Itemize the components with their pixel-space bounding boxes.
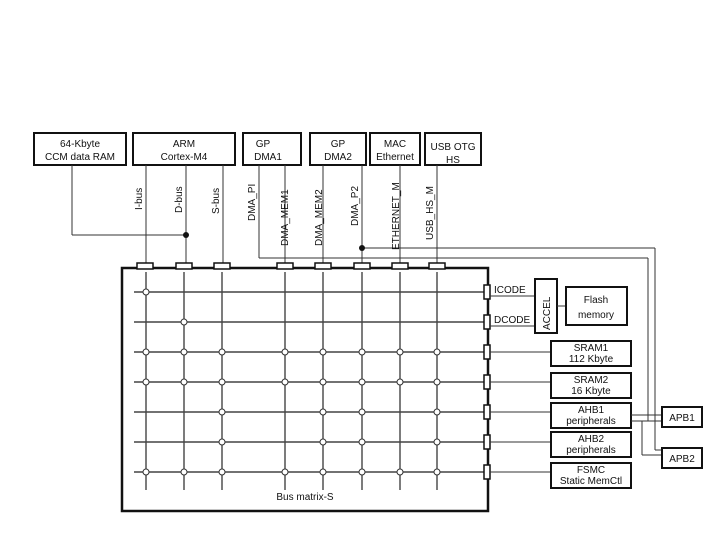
bus-label-dma-pi: DMA_PI (247, 184, 258, 221)
usb-otg-line2: HS (446, 155, 460, 166)
matrix-nodes (142, 288, 441, 476)
usb-otg-line1: USB OTG (430, 142, 475, 153)
matrix-label: Bus matrix-S (276, 492, 334, 503)
dma2-box (309, 132, 367, 166)
ccm-ram-line2: CCM data RAM (45, 152, 115, 163)
sram2-line2: 16 Kbyte (571, 386, 611, 397)
flash-line2: memory (578, 310, 614, 321)
port-right (483, 344, 491, 360)
dma2-line1: GP (331, 139, 346, 150)
sram1-box (550, 340, 632, 367)
bus-label-sbus: S-bus (211, 188, 222, 214)
fsmc-line1: FSMC (577, 465, 605, 476)
port-top (213, 262, 231, 270)
sram1-line2: 112 Kbyte (569, 354, 614, 365)
bus-label-ethernet-m: ETHERNET_M (391, 182, 402, 250)
dma1-line1: GP (256, 139, 271, 150)
arm-cortex-line1: ARM (173, 139, 195, 150)
port-right (483, 434, 491, 450)
dcode-label: DCODE (494, 315, 530, 326)
ccm-ram-line1: 64-Kbyte (60, 139, 100, 150)
dma1-line2: DMA1 (254, 152, 282, 163)
ahb1-line2: peripherals (566, 416, 615, 427)
ahb1-box (550, 402, 632, 429)
port-right (483, 314, 491, 330)
port-right (483, 404, 491, 420)
mac-ethernet-box (369, 132, 421, 166)
bus-label-dbus: D-bus (174, 186, 185, 213)
port-top (175, 262, 193, 270)
icode-label: ICODE (494, 285, 526, 296)
port-top (136, 262, 154, 270)
ahb2-line2: peripherals (566, 445, 615, 456)
port-top (353, 262, 371, 270)
matrix-rows (134, 291, 486, 473)
apb2-label: APB2 (669, 454, 695, 465)
mac-ethernet-line1: MAC (384, 139, 406, 150)
port-right (483, 464, 491, 480)
mac-ethernet-line2: Ethernet (376, 152, 414, 163)
sram1-line1: SRAM1 (574, 343, 609, 354)
ahb1-line1: AHB1 (578, 405, 605, 416)
port-top (391, 262, 409, 270)
accel-label: ACCEL (542, 296, 553, 330)
apb2-box (661, 447, 703, 469)
bus-label-ibus: I-bus (134, 188, 145, 210)
ccm-ram-box (33, 132, 127, 166)
bus-matrix-frame (120, 266, 490, 513)
apb1-label: APB1 (669, 413, 695, 424)
ahb2-line1: AHB2 (578, 434, 605, 445)
sram2-box (550, 372, 632, 399)
bus-label-dma-p2: DMA_P2 (350, 186, 361, 226)
sram2-line1: SRAM2 (574, 375, 609, 386)
usb-otg-box (424, 132, 482, 166)
bus-label-dma-mem1: DMA_MEM1 (280, 189, 291, 246)
fsmc-line2: Static MemCtl (560, 476, 622, 487)
apb1-box (661, 406, 703, 428)
flash-memory-box (565, 286, 628, 326)
arm-cortex-line2: Cortex-M4 (161, 152, 208, 163)
arm-cortex-box (132, 132, 236, 166)
dma2-line2: DMA2 (324, 152, 352, 163)
port-right (483, 374, 491, 390)
port-top (276, 262, 294, 270)
flash-line1: Flash (584, 295, 608, 306)
port-top (428, 262, 446, 270)
dma1-box (242, 132, 302, 166)
ahb2-box (550, 431, 632, 458)
bus-label-dma-mem2: DMA_MEM2 (314, 189, 325, 246)
port-top (314, 262, 332, 270)
bus-label-usb-hs-m: USB_HS_M (425, 186, 436, 240)
fsmc-box (550, 462, 632, 489)
port-right (483, 284, 491, 300)
